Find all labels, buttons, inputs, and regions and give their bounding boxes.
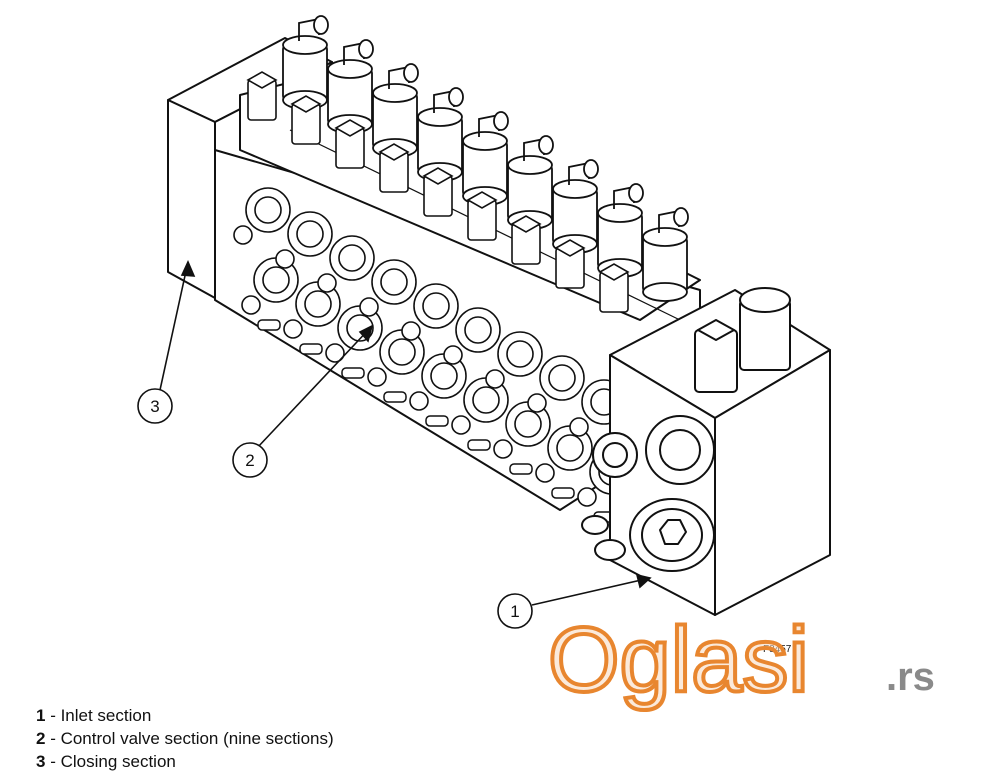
hex-plug [290, 95, 322, 145]
legend-item-inlet: 1 - Inlet section [36, 706, 152, 725]
port-fitting [241, 257, 299, 315]
port-fitting [317, 235, 375, 293]
watermark-brand: Oglasi [548, 609, 809, 711]
drawing-reference: F8457 [763, 644, 792, 655]
hose-nipple [551, 487, 575, 499]
callout-2-number: 2 [245, 451, 254, 470]
hose-nipple [425, 415, 449, 427]
hose-nipple [299, 343, 323, 355]
watermark-tld: .rs [886, 655, 935, 699]
hex-plug [378, 143, 410, 193]
solenoid-cap [597, 183, 644, 278]
hex-plug [598, 263, 630, 313]
port-fitting [283, 281, 341, 339]
hose-nipple [509, 463, 533, 475]
port-fitting [485, 331, 543, 389]
legend-number: 2 [36, 729, 46, 748]
callout-1: 1 [497, 593, 533, 629]
legend-number: 1 [36, 706, 46, 725]
port-fitting [275, 211, 333, 269]
solenoid-cap [642, 207, 689, 302]
hex-plug [422, 167, 454, 217]
port-fitting [527, 355, 585, 413]
port-fitting [443, 307, 501, 365]
hose-nipple [341, 367, 365, 379]
solenoid-cap [462, 111, 509, 206]
port-fitting [493, 401, 551, 459]
port-fitting [233, 187, 291, 245]
legend-item-closing: 3 - Closing section [36, 752, 176, 771]
callout-1-number: 1 [510, 602, 519, 621]
hex-plug [554, 239, 586, 289]
solenoid-cap [552, 159, 599, 254]
hose-nipple [467, 439, 491, 451]
hex-plug [466, 191, 498, 241]
hex-plug [246, 71, 278, 121]
solenoid-cap [327, 39, 374, 134]
solenoid-cap [417, 87, 464, 182]
hex-plug [334, 119, 366, 169]
valve-ports [233, 187, 635, 523]
legend-text: Closing section [60, 752, 176, 771]
legend: 1 - Inlet section 2 - Control valve sect… [36, 704, 334, 773]
solenoid-cap [282, 15, 329, 110]
port-fitting [535, 425, 593, 483]
solenoid-cap [372, 63, 419, 158]
valve-caps [246, 15, 689, 313]
callout-2: 2 [232, 442, 268, 478]
legend-text: Control valve section (nine sections) [60, 729, 334, 748]
legend-item-control-valve: 2 - Control valve section (nine sections… [36, 729, 334, 748]
solenoid-cap [507, 135, 554, 230]
legend-text: Inlet section [60, 706, 152, 725]
hex-plug [510, 215, 542, 265]
port-fitting [359, 259, 417, 317]
port-fitting [401, 283, 459, 341]
port-fitting [409, 353, 467, 411]
watermark-logo: Oglasi .rs [548, 607, 935, 713]
hose-nipple [257, 319, 281, 331]
inlet-section [581, 287, 831, 616]
callout-3-number: 3 [150, 397, 159, 416]
hose-nipple [383, 391, 407, 403]
port-fitting [367, 329, 425, 387]
callout-3: 3 [137, 388, 173, 424]
